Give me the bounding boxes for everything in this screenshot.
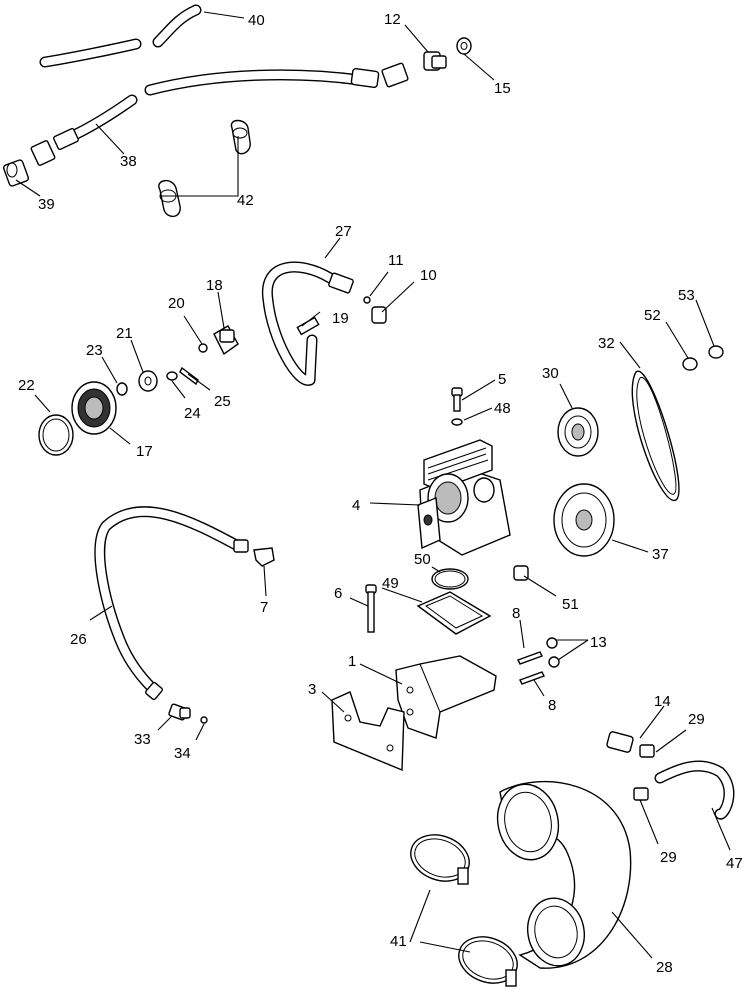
o-ring-23 (116, 382, 128, 396)
callout-38: 38 (120, 153, 137, 170)
callout-30: 30 (542, 365, 559, 382)
bolt-5 (451, 387, 463, 412)
callout-22: 22 (18, 377, 35, 394)
callout-18: 18 (206, 277, 223, 294)
washer-15 (456, 37, 472, 55)
o-ring-34 (200, 716, 208, 724)
callout-29-lower: 29 (660, 849, 677, 866)
fitting-10 (371, 306, 387, 324)
callout-8-lower: 8 (548, 697, 556, 714)
pipe-28 (496, 781, 632, 969)
callout-19: 19 (332, 310, 349, 327)
bolt-6 (365, 584, 377, 633)
callout-11: 11 (388, 252, 404, 269)
compressor-4 (417, 439, 511, 556)
gasket-49 (416, 591, 492, 635)
leader-lines (15, 11, 731, 959)
fitting-39 (2, 159, 30, 187)
callout-39: 39 (38, 196, 55, 213)
fittings-29 (633, 744, 655, 801)
callout-4: 4 (352, 497, 360, 514)
callout-14: 14 (654, 693, 671, 710)
callout-1: 1 (348, 653, 356, 670)
fitting-12 (423, 51, 447, 71)
callout-13: 13 (590, 634, 607, 651)
hose-assembly-38 (30, 62, 409, 166)
nut-53 (708, 345, 724, 359)
callout-26: 26 (70, 631, 87, 648)
washer-48 (451, 418, 463, 426)
plate-3 (331, 691, 405, 772)
bracket-1 (395, 655, 497, 739)
fitting-14 (606, 731, 634, 753)
washer-52 (682, 357, 698, 371)
o-ring-11 (363, 296, 371, 304)
callout-labels: 40 12 15 38 39 42 27 11 10 19 18 20 21 2… (18, 11, 743, 976)
clamps-42 (158, 119, 251, 217)
washer-24 (166, 371, 178, 381)
callout-28: 28 (656, 959, 673, 976)
belt-32 (631, 370, 680, 501)
elbow-18 (213, 325, 239, 356)
callout-29-upper: 29 (688, 711, 705, 728)
callout-47: 47 (726, 855, 743, 872)
callout-15: 15 (494, 80, 511, 97)
callout-32: 32 (598, 335, 615, 352)
callout-33: 33 (134, 731, 151, 748)
callout-17: 17 (136, 443, 153, 460)
callout-7: 7 (260, 599, 268, 616)
callout-53: 53 (678, 287, 695, 304)
callout-34: 34 (174, 745, 191, 762)
callout-52: 52 (644, 307, 661, 324)
callout-5: 5 (498, 371, 506, 388)
callout-12: 12 (384, 11, 401, 28)
callout-21: 21 (116, 325, 133, 342)
callout-37: 37 (652, 546, 669, 563)
pulley-37 (553, 483, 615, 557)
callout-27: 27 (335, 223, 352, 240)
clamps-41 (410, 834, 518, 987)
screw-25 (179, 366, 199, 386)
fitting-7 (253, 547, 275, 567)
fitting-19 (296, 316, 320, 336)
callout-42: 42 (237, 192, 254, 209)
callout-49: 49 (382, 575, 399, 592)
studs-8 (517, 651, 545, 685)
callout-41: 41 (390, 933, 407, 950)
callout-23: 23 (86, 342, 103, 359)
tube-47 (654, 760, 735, 820)
callout-10: 10 (420, 267, 437, 284)
hose-27 (261, 261, 354, 386)
fitting-51 (513, 565, 529, 581)
callout-48: 48 (494, 400, 511, 417)
fitting-33 (168, 703, 191, 721)
callout-6: 6 (334, 585, 342, 602)
callout-3: 3 (308, 681, 316, 698)
callout-40: 40 (248, 12, 265, 29)
o-ring-50 (431, 568, 469, 590)
pulley-30 (557, 407, 599, 457)
callout-20: 20 (168, 295, 185, 312)
seal-22 (38, 414, 74, 456)
bushing-21 (138, 370, 158, 392)
callout-8-upper: 8 (512, 605, 520, 622)
hose-26 (94, 506, 249, 701)
gear-17 (71, 381, 117, 435)
callout-24: 24 (184, 405, 201, 422)
nuts-13 (546, 637, 560, 668)
callout-25: 25 (214, 393, 231, 410)
o-ring-20 (198, 343, 208, 353)
hose-40 (39, 4, 202, 68)
callout-51: 51 (562, 596, 579, 613)
callout-50: 50 (414, 551, 431, 568)
